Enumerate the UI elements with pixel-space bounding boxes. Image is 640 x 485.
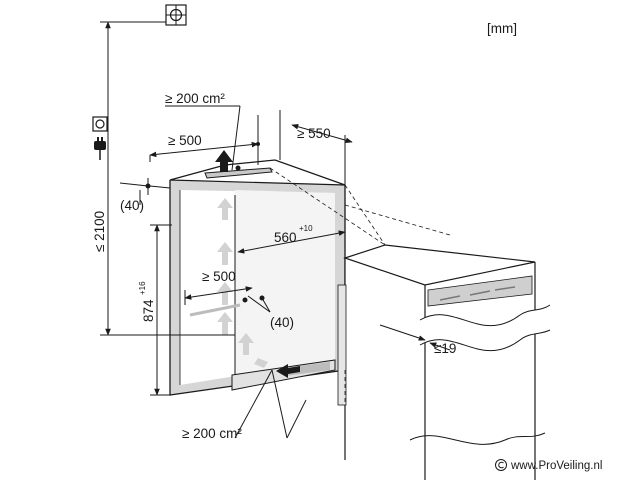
projection-lines	[269, 167, 451, 460]
niche-width-label: 560	[274, 230, 297, 245]
mid-clearance-label: (40)	[270, 315, 294, 330]
bottom-inlet-arrow	[276, 364, 300, 378]
top-clearance-label: (40)	[120, 198, 144, 213]
appliance-unit	[337, 244, 551, 480]
niche-depth-label: ≥ 550	[297, 126, 331, 141]
reference-dots	[145, 142, 265, 303]
watermark-text: www.ProVeiling.nl	[510, 460, 602, 472]
niche-width-tolerance: +10	[299, 224, 313, 233]
gas-valve-symbol-icon	[165, 4, 187, 26]
top-outlet-arrow	[215, 150, 233, 172]
unit-label: [mm]	[487, 21, 517, 36]
power-socket-icon	[92, 116, 108, 132]
vent-opening-width-label: ≥ 500	[202, 269, 236, 284]
power-plug-icon	[94, 137, 106, 160]
max-height-label: ≤ 2100	[92, 211, 107, 252]
top-opening-width-label: ≥ 500	[168, 133, 202, 148]
niche-height-tolerance: +16	[138, 281, 147, 295]
door-gap-label: ≤19	[434, 341, 456, 356]
niche-height-label: 874	[141, 299, 156, 322]
top-vent-area-label: ≥ 200 cm²	[165, 91, 225, 106]
bottom-vent-area-label: ≥ 200 cm²	[182, 426, 242, 441]
copyright-icon	[495, 459, 507, 471]
airflow-arrows	[215, 150, 300, 378]
dimension-lines	[100, 21, 451, 439]
